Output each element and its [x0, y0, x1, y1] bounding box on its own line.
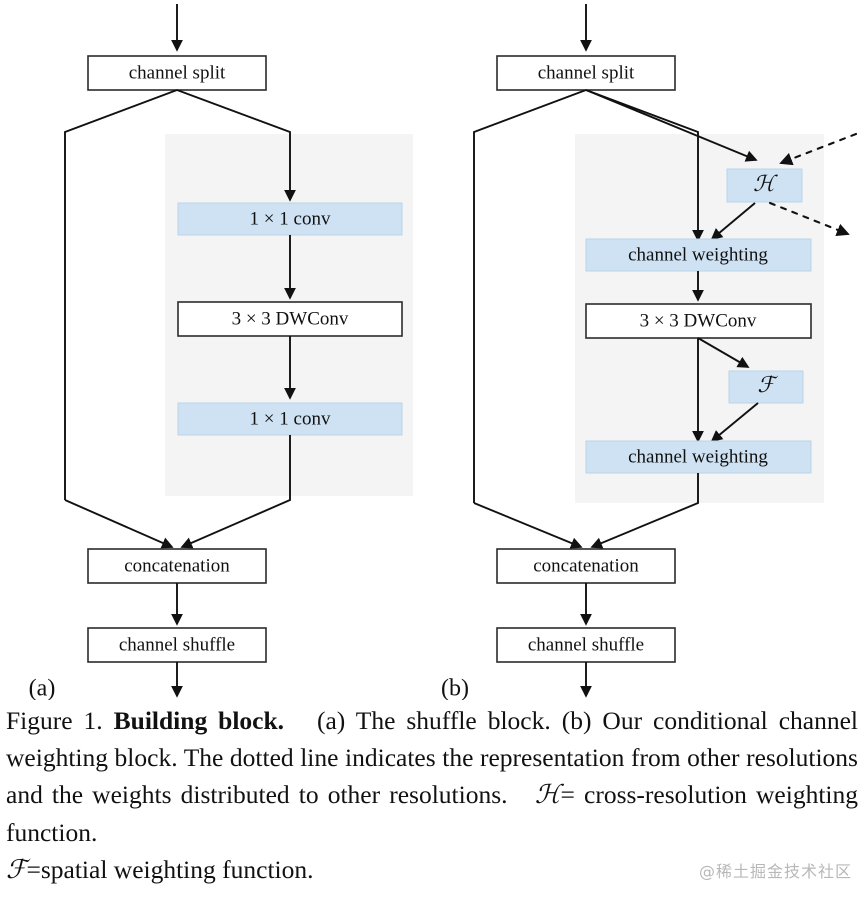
panel-b-trunk-edge [585, 89, 704, 242]
node-b-f[interactable]: ℱ [728, 370, 804, 404]
panel-a-edge-left-to-concat [64, 499, 174, 549]
caption-h-symbol: ℋ [534, 780, 561, 810]
node-b-concat-label: concatenation [533, 555, 639, 576]
caption-bold-title: Building block. [113, 706, 285, 735]
node-b-dwconv-label: 3 × 3 DWConv [640, 310, 757, 331]
node-b-h[interactable]: ℋ [726, 168, 803, 203]
panel-a-edge-right-to-concat [180, 435, 291, 549]
figure-caption: Figure 1. Building block. (a) The shuffl… [6, 702, 858, 889]
node-a-concat[interactable]: concatenation [87, 548, 267, 584]
panel-a-right-branch-edge [176, 89, 296, 202]
panel-b-edge-h-to-cw1 [710, 202, 756, 241]
panel-b-label: (b) [441, 676, 469, 701]
node-b-h-label: ℋ [753, 171, 778, 196]
building-block-diagram: channel split 1 × 1 conv 3 × 3 DWConv [29, 4, 858, 701]
node-a-conv2-label: 1 × 1 conv [250, 408, 331, 429]
node-b-dwconv[interactable]: 3 × 3 DWConv [585, 303, 812, 339]
node-a-shuffle[interactable]: channel shuffle [87, 627, 267, 663]
caption-h-definition: = cross-resolution weighting function. [6, 780, 858, 847]
node-b-cw1-label: channel weighting [628, 244, 768, 265]
node-a-conv1-label: 1 × 1 conv [250, 208, 331, 229]
node-b-f-label: ℱ [757, 372, 778, 397]
node-a-concat-label: concatenation [124, 555, 230, 576]
node-b-split[interactable]: channel split [496, 55, 676, 91]
panel-a-left-skip-edge [64, 89, 178, 500]
node-a-dwconv-label: 3 × 3 DWConv [232, 308, 349, 329]
panel-a-label: (a) [29, 676, 56, 701]
panel-b-edge-f-to-cw2 [710, 402, 759, 443]
caption-part-b: (b) Our conditional channel weighting bl… [6, 706, 859, 809]
node-b-cw1[interactable]: channel weighting [585, 238, 812, 272]
node-a-shuffle-label: channel shuffle [119, 634, 235, 655]
node-a-conv1[interactable]: 1 × 1 conv [177, 202, 403, 236]
panel-b-edge-dwconv-to-f [697, 337, 750, 368]
panel-b-group: channel split ℋ [441, 4, 858, 701]
panel-b-dotted-in-edge [779, 132, 858, 166]
node-a-conv2[interactable]: 1 × 1 conv [177, 402, 403, 436]
node-b-cw2-label: channel weighting [628, 446, 768, 467]
node-b-split-label: channel split [538, 62, 635, 83]
node-a-split[interactable]: channel split [87, 55, 267, 91]
panel-b-edge-split-to-h [585, 89, 758, 162]
node-a-dwconv[interactable]: 3 × 3 DWConv [177, 301, 403, 337]
panel-b-edge-left-to-concat [473, 502, 583, 549]
node-a-split-label: channel split [129, 62, 226, 83]
node-b-shuffle-label: channel shuffle [528, 634, 644, 655]
panel-b-dotted-out-edge [768, 201, 850, 236]
caption-f-symbol: ℱ [6, 855, 27, 885]
watermark: @稀土掘金技术社区 [698, 862, 852, 881]
panel-a-group: channel split 1 × 1 conv 3 × 3 DWConv [29, 4, 413, 700]
panel-b-left-skip-edge [473, 89, 587, 503]
caption-part-a: (a) The shuffle block. [316, 706, 551, 735]
node-b-cw2[interactable]: channel weighting [585, 440, 812, 474]
node-b-shuffle[interactable]: channel shuffle [496, 627, 676, 663]
caption-prefix: Figure 1. [6, 706, 103, 735]
caption-f-definition: =spatial weighting function. [26, 855, 314, 884]
diagram-svg: channel split 1 × 1 conv 3 × 3 DWConv [29, 4, 858, 701]
node-b-concat[interactable]: concatenation [496, 548, 676, 584]
panel-b-edge-right-to-concat [590, 473, 699, 549]
